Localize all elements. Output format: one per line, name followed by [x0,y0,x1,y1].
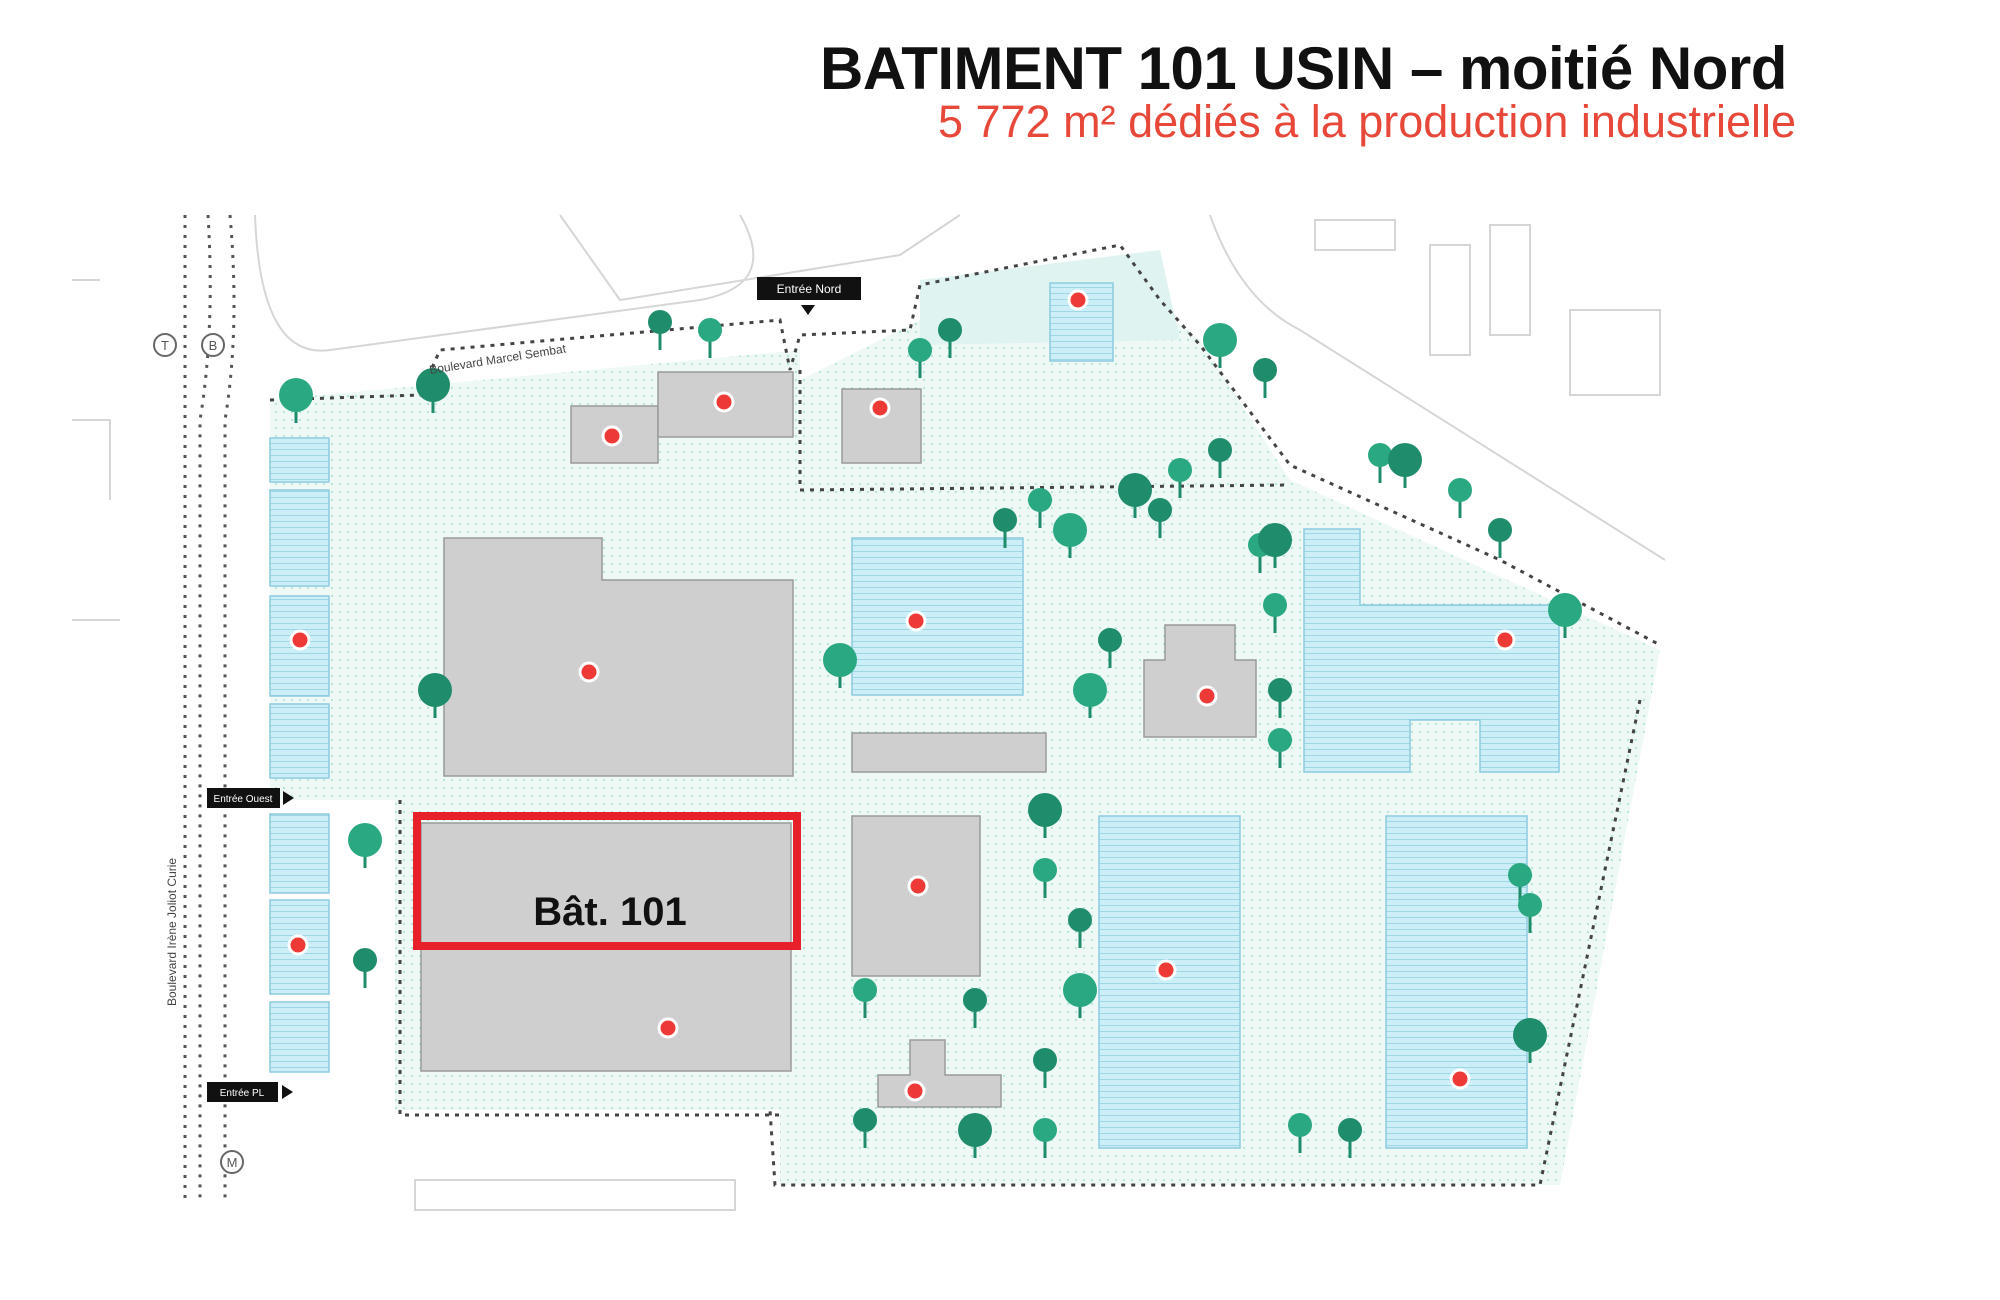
tree-icon [1488,518,1512,558]
trees [279,310,1582,1158]
tree-icon [1033,1118,1057,1158]
tree-icon [853,978,877,1018]
building-marker[interactable] [904,1080,926,1102]
svg-text:Entrée Ouest: Entrée Ouest [214,794,273,805]
arrow-down-icon [801,305,815,315]
svg-text:B: B [209,338,218,353]
building-markers [287,289,1516,1102]
tree-icon [1508,863,1532,903]
tree-icon [1073,673,1107,718]
building-marker[interactable] [289,629,311,651]
tree-icon [1253,358,1277,398]
tree-icon [1338,1118,1362,1158]
tree-icon [963,988,987,1028]
street-label-north: Boulevard Marcel Sembat [428,341,567,377]
building-marker[interactable] [907,875,929,897]
highlighted-building-label: Bât. 101 [533,890,686,934]
tree-icon [348,823,382,868]
street-label-west: Boulevard Irène Joliot Curie [165,858,179,1006]
tree-icon [1263,593,1287,633]
svg-text:Entrée PL: Entrée PL [220,1088,265,1099]
arrow-right-icon [282,1085,293,1099]
tree-icon [1053,513,1087,558]
tree-icon [1448,478,1472,518]
building-marker[interactable] [869,397,891,419]
tree-icon [1268,728,1292,768]
tree-icon [1098,628,1122,668]
tree-icon [1548,593,1582,638]
tree-icon [1063,973,1097,1018]
page-title: BATIMENT 101 USIN – moitié Nord [820,35,1787,102]
tree-icon [279,378,313,423]
tree-icon [1168,458,1192,498]
metro-stop-icon: M [220,1150,244,1174]
building-marker[interactable] [1494,629,1516,651]
building-marker[interactable] [1155,959,1177,981]
entrance-trucks: Entrée PL [207,1082,293,1102]
tree-icon [1028,793,1062,838]
building-marker[interactable] [713,391,735,413]
tree-icon [938,318,962,358]
svg-text:T: T [161,338,169,353]
tree-icon [1118,473,1152,518]
entrance-west: Entrée Ouest [207,788,294,808]
tree-icon [1208,438,1232,478]
tree-icon [958,1113,992,1158]
tree-icon [1203,323,1237,368]
tree-icon [1388,443,1422,488]
tree-icon [416,368,450,413]
tree-icon [993,508,1017,548]
tree-icon [1513,1018,1547,1063]
building-marker[interactable] [1067,289,1089,311]
entrance-north: Entrée Nord [757,277,861,315]
tree-icon [648,310,672,350]
building-marker[interactable] [905,610,927,632]
highlighted-building-outline[interactable] [413,812,801,950]
tree-icon [1268,678,1292,718]
arrow-right-icon [283,791,294,805]
tree-icon [1518,893,1542,933]
bus-stop-icon: B [201,333,225,357]
building-marker[interactable] [287,934,309,956]
tree-icon [1033,858,1057,898]
svg-text:M: M [227,1155,238,1170]
tree-icon [1148,498,1172,538]
tree-icon [1068,908,1092,948]
tree-icon [1028,488,1052,528]
tram-stop-icon: T [153,333,177,357]
context-outlines [72,214,1666,1211]
tree-icon [1258,523,1292,568]
tree-icon [1033,1048,1057,1088]
site-boundary [269,243,1661,1187]
building-marker[interactable] [578,661,600,683]
tree-icon [353,948,377,988]
tree-icon [908,338,932,378]
page-subtitle: 5 772 m² dédiés à la production industri… [938,96,1797,147]
building-marker[interactable] [601,425,623,447]
tree-icon [1368,443,1392,483]
tree-icon [853,1108,877,1148]
svg-text:Entrée Nord: Entrée Nord [777,282,842,296]
roads [183,214,236,1200]
building-marker[interactable] [1196,685,1218,707]
building-marker[interactable] [1449,1068,1471,1090]
tree-icon [823,643,857,688]
tree-icon [698,318,722,358]
building-marker[interactable] [657,1017,679,1039]
tree-icon [1288,1113,1312,1153]
tree-icon [418,673,452,718]
